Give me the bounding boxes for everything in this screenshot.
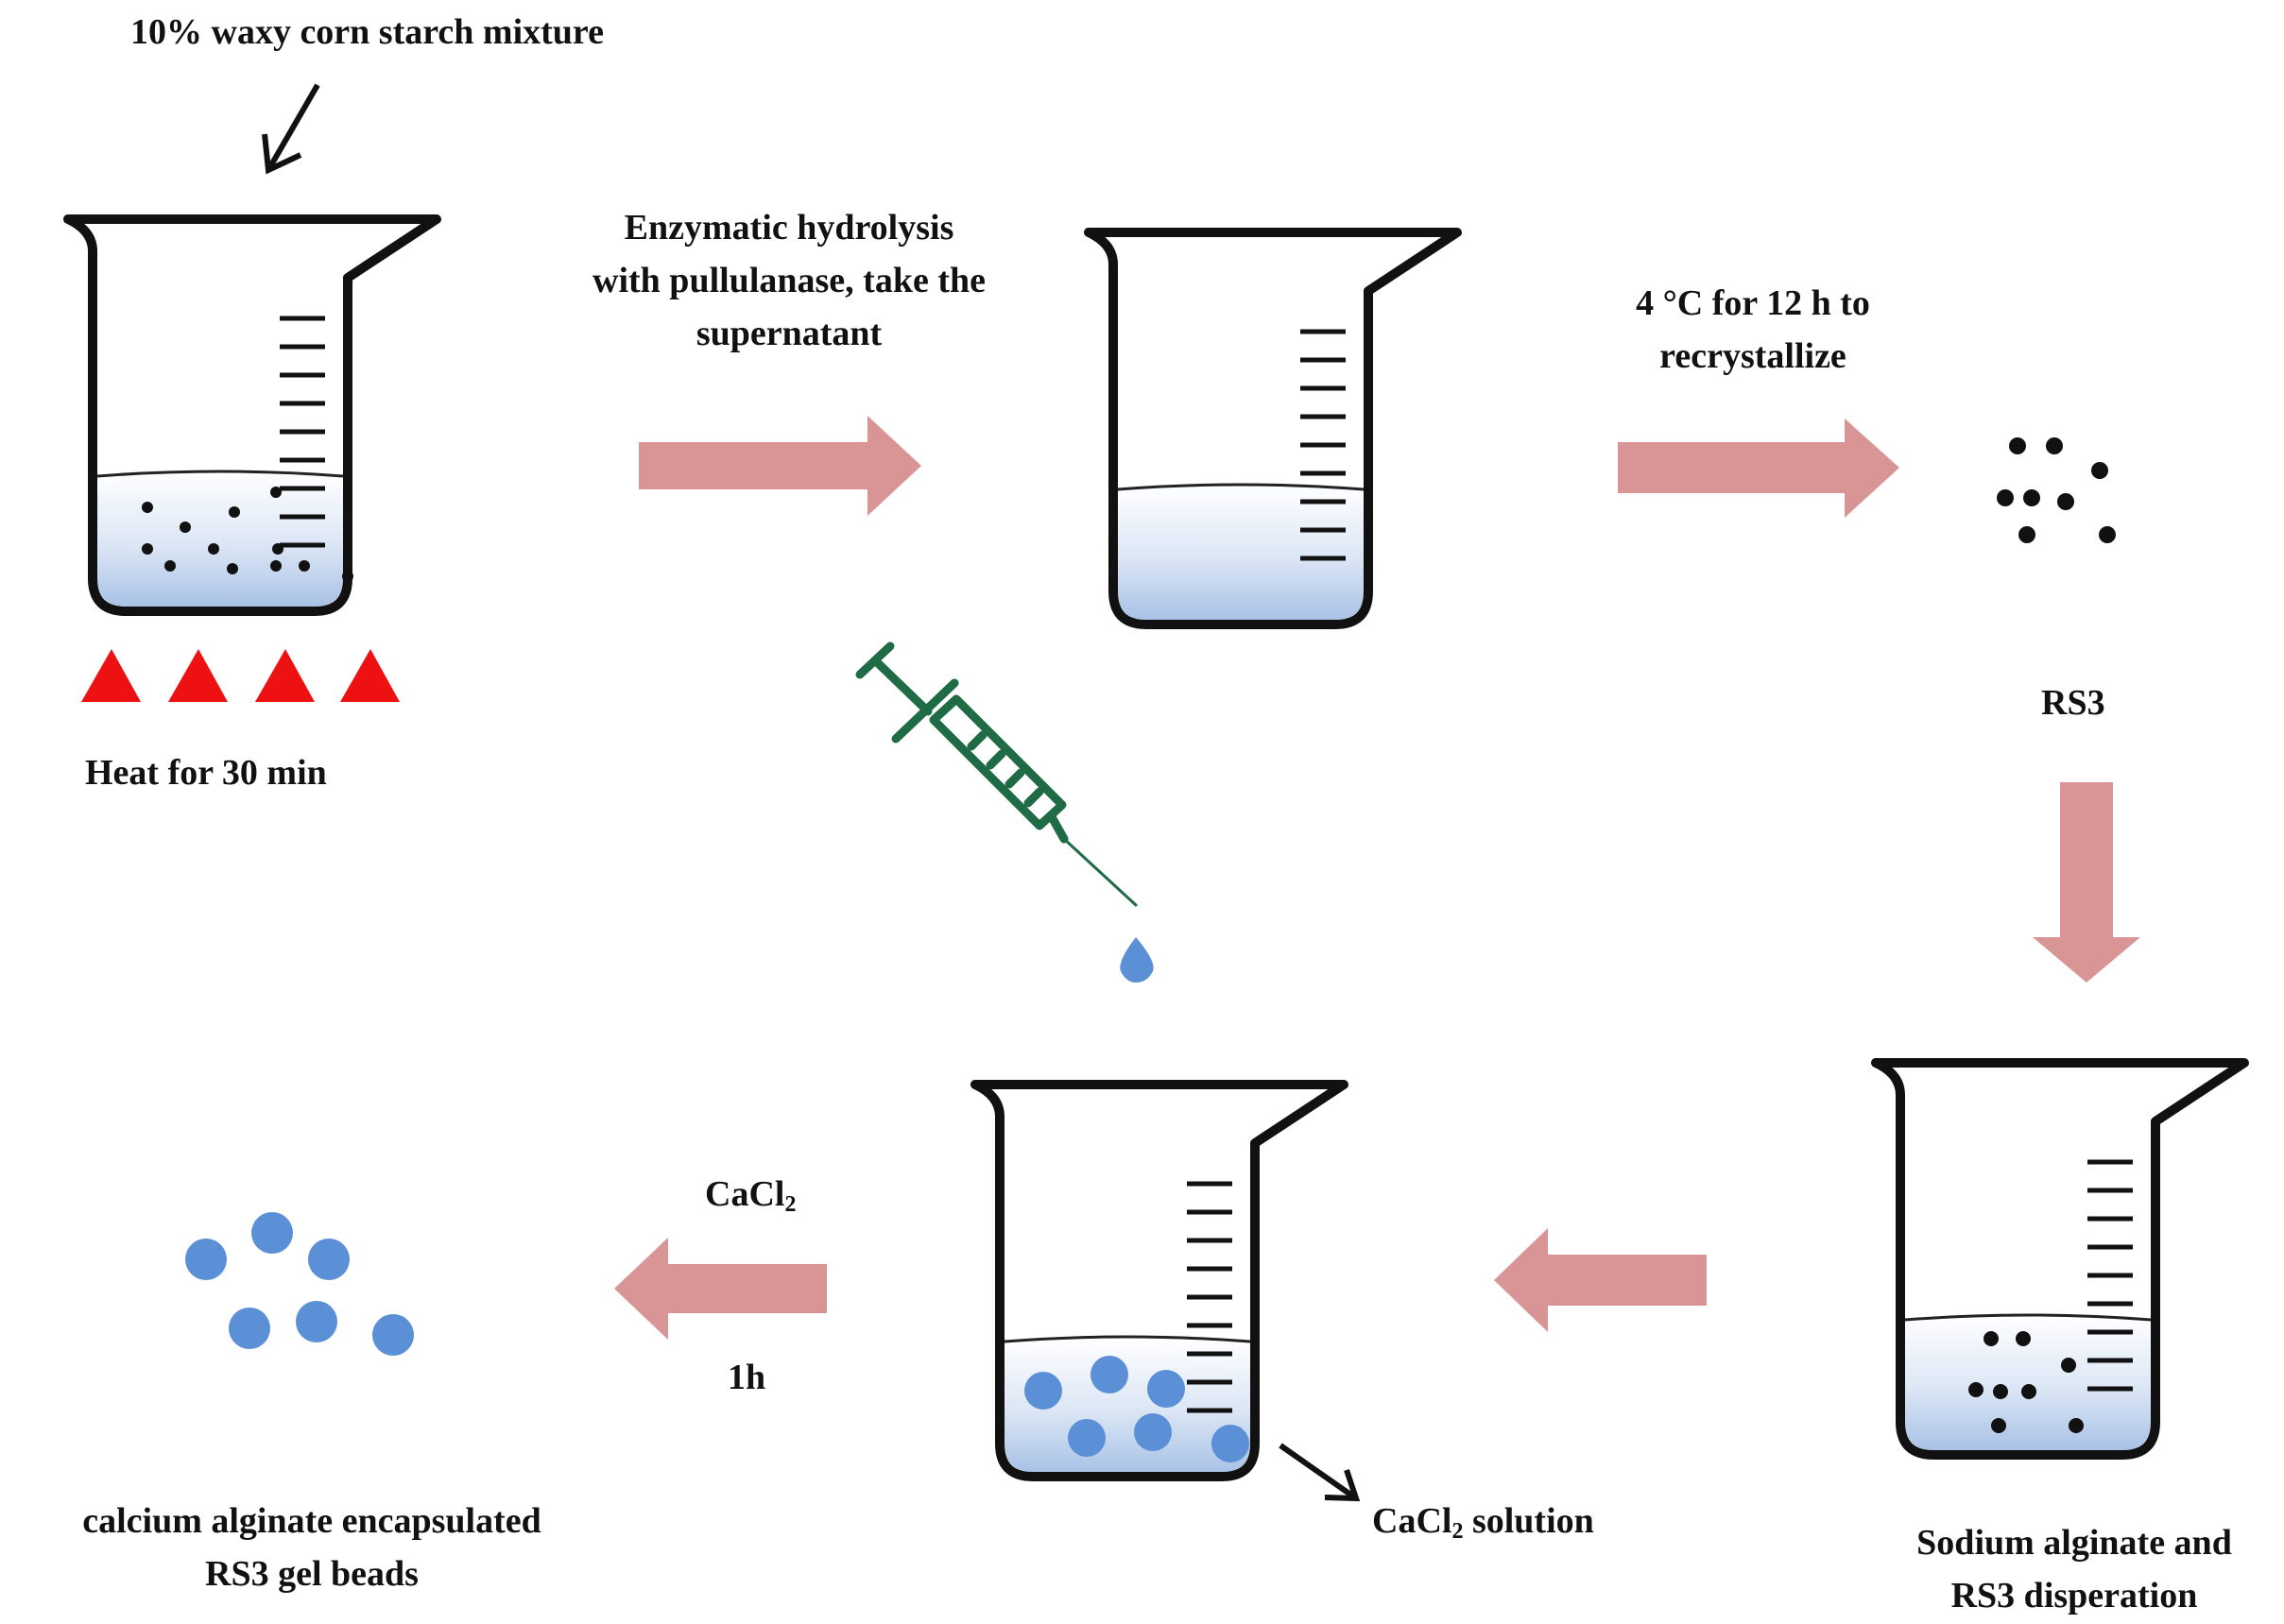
label-recrystallize: 4 °C for 12 h to recrystallize [1564, 277, 1942, 383]
input-arrow-icon [262, 83, 320, 175]
heat-triangle-icon [255, 649, 315, 702]
label-cacl2-solution-suffix: solution [1463, 1501, 1594, 1541]
heat-triangle-icon [340, 649, 400, 702]
arrow-down [2033, 782, 2140, 983]
rs3-particles-dispersed [1968, 1331, 2084, 1433]
heat-triangle-icon [168, 649, 228, 702]
arrow-right-2 [1618, 419, 1899, 518]
gel-bead-icon [372, 1314, 414, 1356]
process-arrows [614, 416, 2140, 1340]
starch-particles [142, 487, 353, 582]
label-heat: Heat for 30 min [85, 753, 327, 793]
label-cacl2-solution-sub: 2 [1451, 1519, 1464, 1544]
gel-bead-icon [251, 1212, 293, 1254]
label-rs3: RS3 [2041, 683, 2105, 723]
heat-triangles [81, 649, 400, 702]
label-cacl2-solution: CaCl2 solution [1372, 1495, 1594, 1547]
arrow-right-1 [639, 416, 921, 516]
arrow-left-2 [614, 1238, 827, 1340]
beaker-supernatant [1089, 232, 1457, 624]
label-gel-beads: calcium alginate encapsulated RS3 gel be… [9, 1495, 614, 1600]
label-hydrolysis-line2: with pullulanase, take the [592, 261, 986, 300]
final-gel-beads [185, 1212, 414, 1356]
label-time-1h: 1h [728, 1358, 766, 1397]
gel-bead-icon [229, 1308, 270, 1349]
heat-triangle-icon [81, 649, 141, 702]
arrow-left-1 [1494, 1228, 1707, 1332]
label-recrystallize-line2: recrystallize [1659, 336, 1846, 376]
label-dispersion-line1: Sodium alginate and [1916, 1523, 2232, 1563]
label-cacl2-sub: 2 [784, 1192, 797, 1217]
gel-bead-icon [308, 1239, 350, 1280]
label-cacl2-solution-prefix: CaCl [1372, 1501, 1452, 1541]
beaker-starch-mixture [68, 219, 437, 611]
gel-beads-in-beaker [1024, 1356, 1249, 1462]
beaker-cacl2-solution [975, 1085, 1344, 1477]
label-hydrolysis: Enzymatic hydrolysis with pullulanase, t… [529, 201, 1049, 360]
label-gel-beads-line2: RS3 gel beads [205, 1554, 419, 1594]
label-hydrolysis-line1: Enzymatic hydrolysis [624, 208, 954, 248]
pointer-arrow-icon [1279, 1443, 1361, 1502]
label-cacl2: CaCl2 [705, 1168, 796, 1221]
label-dispersion: Sodium alginate and RS3 disperation [1866, 1516, 2282, 1622]
gel-bead-icon [296, 1301, 337, 1342]
rs3-particles [1997, 437, 2116, 543]
label-gel-beads-line1: calcium alginate encapsulated [82, 1501, 541, 1541]
label-starch-mixture: 10% waxy corn starch mixture [130, 12, 604, 52]
droplet-icon [1120, 937, 1154, 983]
gel-bead-icon [185, 1239, 227, 1280]
label-dispersion-line2: RS3 disperation [1950, 1576, 2198, 1615]
syringe-icon [855, 641, 1138, 907]
beaker-alginate-dispersion [1876, 1063, 2244, 1455]
label-recrystallize-line1: 4 °C for 12 h to [1636, 283, 1870, 323]
label-hydrolysis-line3: supernatant [696, 314, 883, 353]
label-cacl2-prefix: CaCl [705, 1174, 785, 1214]
